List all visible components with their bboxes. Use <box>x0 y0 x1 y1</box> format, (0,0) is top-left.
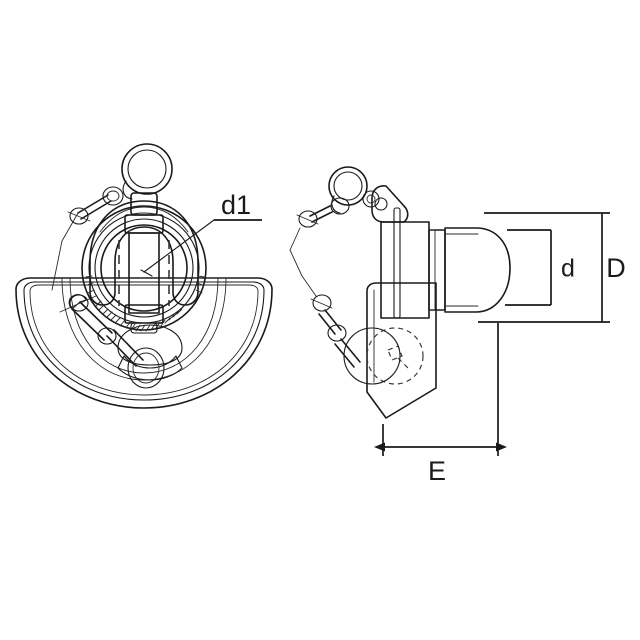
chain-link-1-eye <box>68 294 87 310</box>
pin-shaft <box>128 232 160 314</box>
side-chain-bar-1 <box>311 211 333 223</box>
side-plate-body <box>366 282 437 419</box>
chain-link-2-bar <box>106 335 137 367</box>
side-chain-hatch-2 <box>310 298 333 309</box>
cap-front-body <box>444 227 511 313</box>
chain-end-ring-inner <box>132 352 160 384</box>
upper-chain-hatch <box>67 211 91 222</box>
d1-callout: d1 <box>140 190 262 277</box>
collar-bore <box>100 224 188 312</box>
side-chain-bar-2 <box>324 309 342 331</box>
d1-label: d1 <box>221 190 251 220</box>
chain-link-2-knuckle <box>97 327 117 345</box>
plate-rim-line-2 <box>29 284 259 396</box>
split-ring-tail <box>122 180 133 200</box>
upper-chain-eye <box>102 186 124 206</box>
chain-link-1-bar <box>71 308 105 341</box>
front-chain <box>59 294 165 389</box>
side-chain-eye-1 <box>330 197 350 215</box>
collar-ring-mid-2 <box>94 218 194 318</box>
collar-highlight-arc <box>99 206 189 233</box>
chain-end-ring <box>127 347 165 389</box>
chain-link-2-bar-b <box>113 329 144 361</box>
side-chain-bar-1b <box>309 205 331 217</box>
front-dust-plate <box>15 277 273 409</box>
front-view-group: d1 <box>15 143 273 409</box>
side-chain-knuckle-1 <box>298 210 318 228</box>
side-lever-arm <box>362 185 409 319</box>
dimension-D: D <box>478 212 626 323</box>
plate-outer-body <box>15 277 273 409</box>
side-lug-hidden-square <box>387 345 403 361</box>
lever-arm-body <box>371 185 409 223</box>
upper-chain-eye-inner <box>106 190 120 202</box>
side-chain-hatch-1 <box>296 214 319 225</box>
E-label: E <box>428 456 446 486</box>
chain-link-1-knuckle <box>69 294 89 312</box>
front-coupling-collar <box>81 200 207 332</box>
D-label: D <box>606 253 626 283</box>
lever-pivot-hole <box>374 197 388 211</box>
side-chain-knuckle-2 <box>312 294 332 312</box>
side-split-ring-outer <box>328 166 368 206</box>
side-chain-end-ring <box>343 327 401 385</box>
side-chain-bar-2b <box>318 313 336 335</box>
collar-ring-outer <box>81 205 207 331</box>
upper-chain-knuckle-1 <box>69 207 89 225</box>
cap-mid-collar-highlight <box>428 229 436 311</box>
front-upper-chain <box>51 143 173 291</box>
front-locking-pin <box>118 192 170 334</box>
lever-boss-hole <box>366 194 376 204</box>
plate-inner-rim-line <box>23 281 265 401</box>
side-chain-knuckle-3 <box>327 324 347 342</box>
side-upper-chain <box>289 166 368 297</box>
split-ring-outer <box>121 143 173 195</box>
d-label: d <box>561 255 575 283</box>
side-chain-slack-path <box>289 227 317 297</box>
side-lower-chain <box>310 294 401 385</box>
lever-boss <box>362 190 380 208</box>
d1-leader-tick <box>140 269 153 277</box>
d1-leader-line <box>143 219 215 273</box>
side-lug-hidden-circle <box>366 327 424 385</box>
side-chain-bar-3 <box>340 338 361 363</box>
dimension-E: E <box>374 323 507 486</box>
pin-foot <box>130 322 158 334</box>
side-view-group: D d E <box>289 166 626 486</box>
lever-rod <box>393 207 401 319</box>
side-split-ring-tail <box>331 195 341 214</box>
hinge-lug-bracket-edge <box>123 355 177 369</box>
split-ring-inner <box>127 149 167 189</box>
upper-chain-bar-1b <box>80 200 112 220</box>
plate-dome-emboss-line <box>69 278 219 374</box>
side-split-ring-inner <box>333 171 363 201</box>
dimension-d: d <box>505 229 575 306</box>
